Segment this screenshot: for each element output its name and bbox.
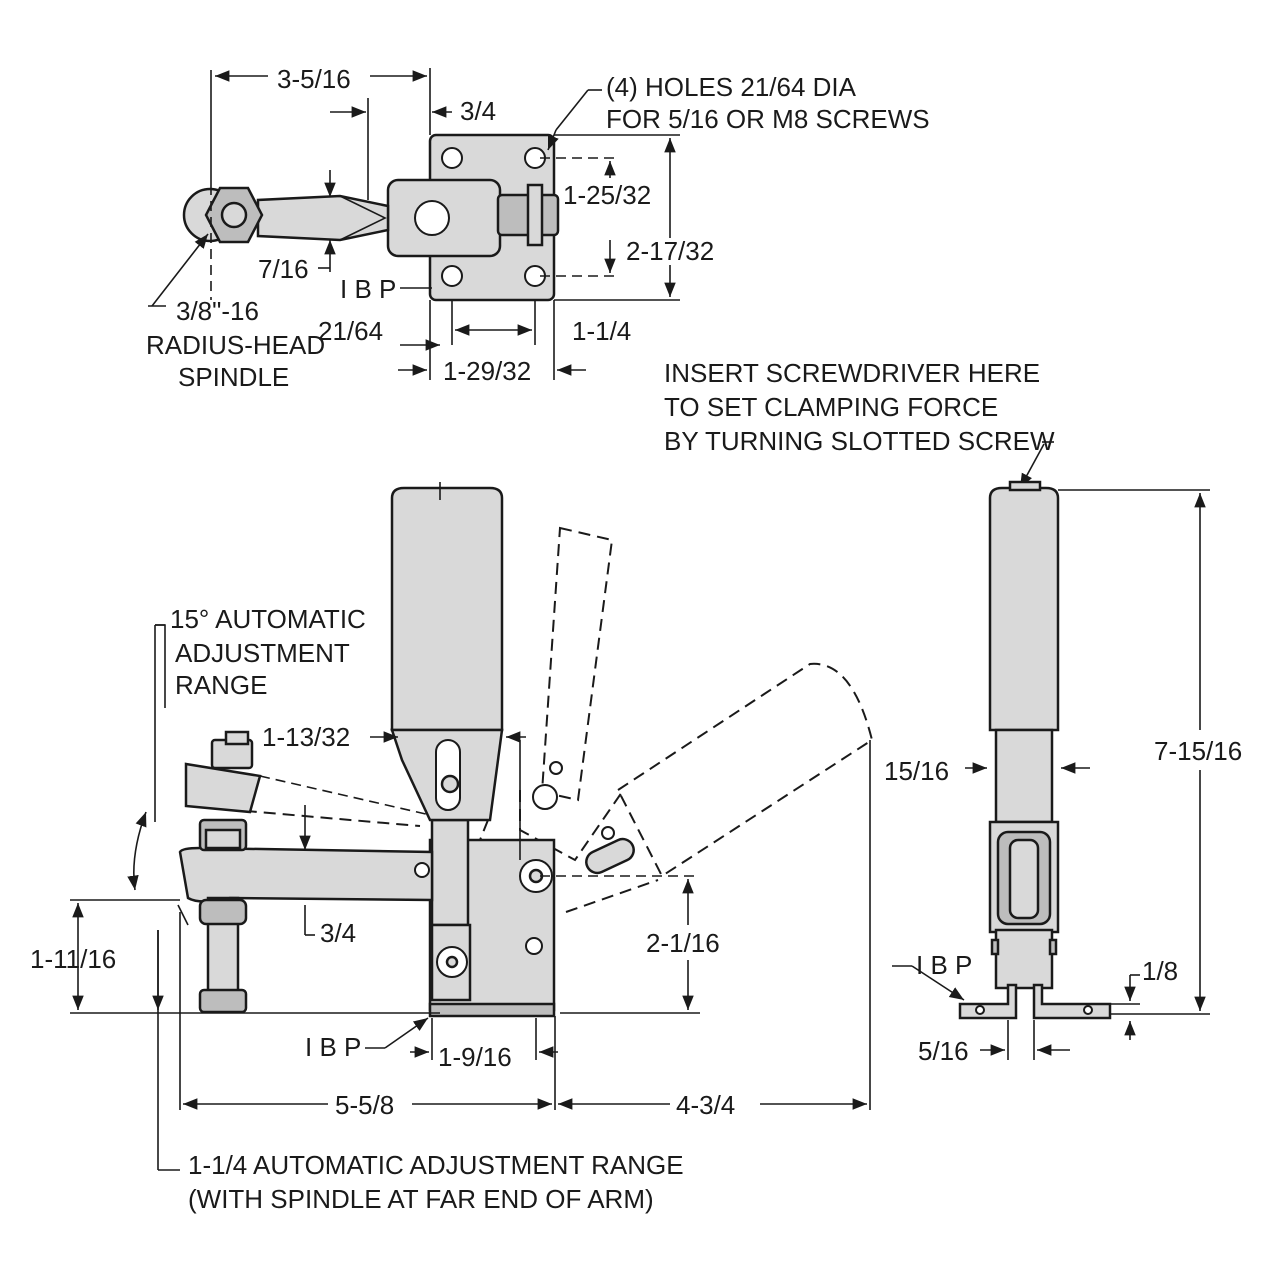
side-ghost-handle-vertical [540,526,614,802]
top-arm [256,194,390,242]
label-screw-note-1: INSERT SCREWDRIVER HERE [664,358,1040,388]
end-view [892,480,1210,1060]
label-range-note-2: (WITH SPINDLE AT FAR END OF ARM) [188,1184,654,1214]
label-dim-flange: 1/8 [1142,956,1178,986]
label-dim-thickness: 5/16 [918,1036,969,1066]
end-base-flange [958,983,1018,1020]
label-spindle-note-1: 3/8"-16 [176,296,259,326]
label-adj-note-1: 15° AUTOMATIC [170,604,366,634]
end-handle-stem [994,728,1054,824]
label-dim-hole-spacing-v: 1-25/32 [563,180,651,210]
label-dim-base-width: 1-29/32 [443,356,531,386]
side-spindle-tip [198,988,248,1014]
label-dim-hole-dia: 21/64 [318,316,383,346]
label-dim-hole-spacing-h: 1-1/4 [572,316,631,346]
label-ibp-side: I B P [305,1032,361,1062]
label-dim-height: 1-11/16 [30,944,116,974]
label-screw-note-2: TO SET CLAMPING FORCE [664,392,998,422]
label-dim-handle: 1-13/32 [262,722,350,752]
label-dim-open: 4-3/4 [676,1090,735,1120]
label-adj-note-2: ADJUSTMENT [175,638,350,668]
label-holes-note-1: (4) HOLES 21/64 DIA [606,72,857,102]
side-ghost-handle-angled [616,662,874,878]
label-dim-handle-width: 15/16 [884,756,949,786]
label-range-note-1: 1-1/4 AUTOMATIC ADJUSTMENT RANGE [188,1150,684,1180]
label-holes-note-2: FOR 5/16 OR M8 SCREWS [606,104,930,134]
end-handle-grip [988,486,1060,732]
top-view [148,68,680,380]
label-spindle-note-3: SPINDLE [178,362,289,392]
label-dim-arm: 3/4 [320,918,356,948]
label-dim-base-offset: 1-9/16 [438,1042,512,1072]
side-link [430,818,470,927]
label-dim-offset: 3/4 [460,96,496,126]
label-adj-note-3: RANGE [175,670,267,700]
label-spindle-note-2: RADIUS-HEAD [146,330,325,360]
label-dim-pivot-height: 2-1/16 [646,928,720,958]
label-dim-overall: 3-5/16 [277,64,351,94]
label-dim-overall-height: 7-15/16 [1154,736,1242,766]
side-view [70,482,874,1171]
label-dim-reach: 5-5/8 [335,1090,394,1120]
label-dim-base-height: 2-17/32 [626,236,714,266]
side-arm [178,846,434,903]
label-dim-spindle: 7/16 [258,254,309,284]
side-handle-grip [390,486,504,732]
label-screw-note-3: BY TURNING SLOTTED SCREW [664,426,1055,456]
label-ibp-end: I B P [916,950,972,980]
label-ibp-top: I B P [340,274,396,304]
